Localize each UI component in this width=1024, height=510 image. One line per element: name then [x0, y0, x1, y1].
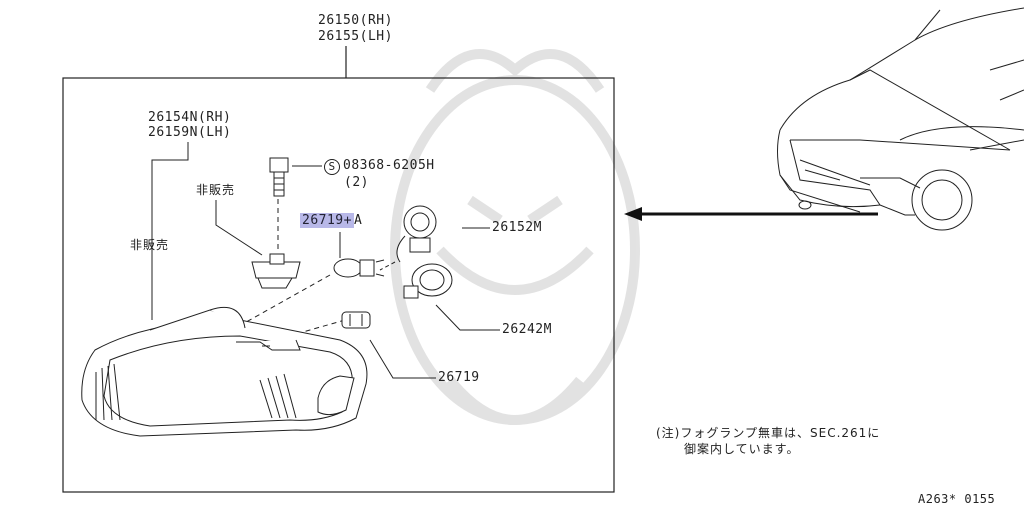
- bulb-highlight-text: 26719+: [300, 213, 354, 228]
- note-line-1: (注)フォグランプ無車は、SEC.261に: [656, 426, 881, 440]
- not-sold-label-1: 非販売: [196, 183, 236, 197]
- socket-main-label: 26152M: [492, 220, 542, 235]
- bracket-rh-label: 26154N(RH): [148, 110, 232, 125]
- assembly-lh-label: 26155(LH): [318, 29, 393, 44]
- car-illustration: [777, 7, 1024, 231]
- bolt-part: [269, 157, 289, 197]
- bracket-clip: [251, 253, 301, 289]
- fog-lamp-housing: [81, 306, 368, 437]
- figure-code: A263* 0155: [918, 492, 996, 506]
- socket-main: [396, 205, 437, 263]
- watermark-emblem: [390, 49, 640, 425]
- bulb-main: [333, 258, 385, 278]
- note-line-2: 御案内しています。: [684, 442, 800, 456]
- not-sold-label-2: 非販売: [130, 238, 170, 252]
- bulb-small: [341, 311, 371, 329]
- direction-arrow: [624, 207, 878, 221]
- bulb-suffix-text: A: [353, 213, 363, 228]
- bulb-small-label: 26719: [438, 370, 480, 385]
- bracket-lh-label: 26159N(LH): [148, 125, 232, 140]
- assembly-frame: [62, 77, 615, 493]
- socket-side: [403, 263, 453, 299]
- assembly-rh-label: 26150(RH): [318, 13, 393, 28]
- bolt-part-number: 08368-6205H: [343, 158, 435, 173]
- bolt-qty-label: (2): [344, 175, 369, 190]
- bulb-main-label: 26719+A: [300, 213, 363, 228]
- socket-side-label: 26242M: [502, 322, 552, 337]
- s-symbol-icon: S: [324, 159, 340, 175]
